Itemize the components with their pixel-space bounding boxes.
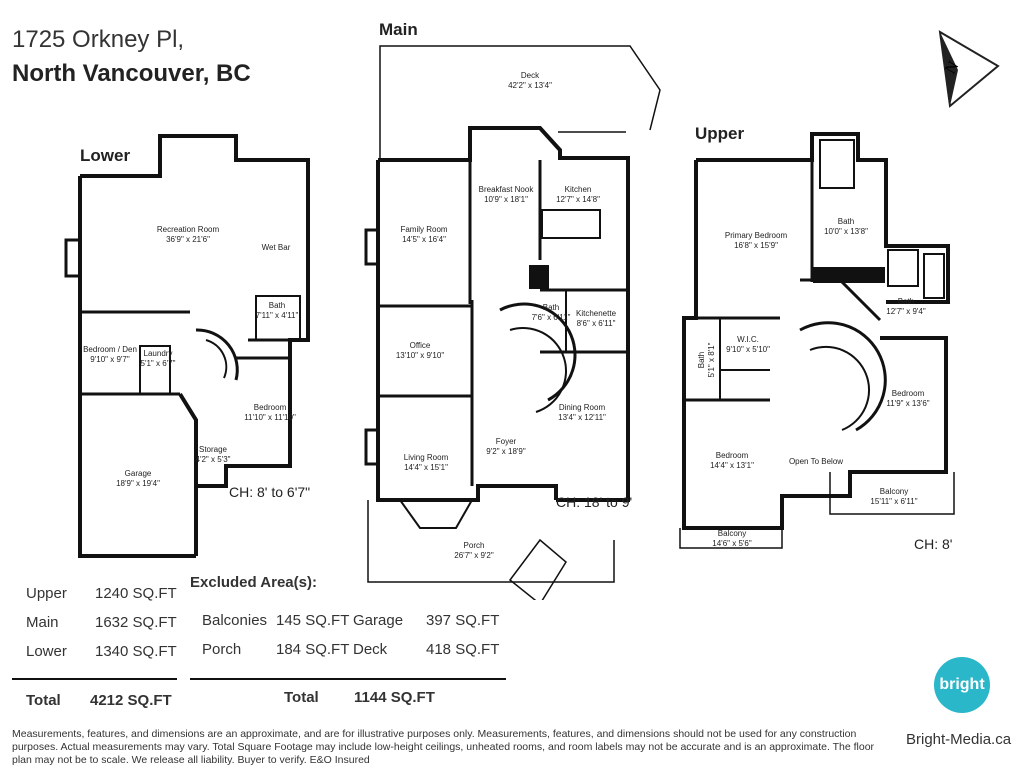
main-room-nook-dim: 10'9" x 18'1" xyxy=(484,195,528,204)
lower-room-garage-name: Garage xyxy=(125,469,152,478)
excluded-value-garage: 397 SQ.FT xyxy=(426,612,500,629)
main-room-living-name: Living Room xyxy=(404,453,449,462)
upper-room-bath2-name: Bath xyxy=(898,297,914,306)
main-room-bath-name: Bath xyxy=(543,303,559,312)
main-room-foyer-dim: 9'2" x 18'9" xyxy=(486,447,526,456)
excluded-name-balconies: Balconies xyxy=(202,612,268,629)
upper-room-balcony2-dim: 14'6" x 5'6" xyxy=(712,539,752,548)
disclaimer-text: Measurements, features, and dimensions a… xyxy=(12,728,875,766)
main-room-office-dim: 13'10" x 9'10" xyxy=(396,351,444,360)
area-name-upper: Upper xyxy=(26,585,67,602)
main-room-bath-dim: 7'6" x 6'11" xyxy=(532,313,571,322)
upper-room-bath2-dim: 12'7" x 9'4" xyxy=(886,307,926,316)
excluded-value-porch: 184 SQ.FT xyxy=(276,641,350,658)
lower-room-storage-name: Storage xyxy=(199,445,228,454)
lower-room-bath-dim: 7'11" x 4'11" xyxy=(256,311,299,320)
area-name-main: Main xyxy=(26,614,59,631)
main-room-porch-name: Porch xyxy=(464,541,485,550)
lower-room-garage-dim: 18'9" x 19'4" xyxy=(116,479,160,488)
main-room-dining-dim: 13'4" x 12'11" xyxy=(558,413,606,422)
lower-room-laundry-name: Laundry xyxy=(144,349,173,358)
upper-room-balcony2-name: Balcony xyxy=(718,529,746,538)
upper-room-primary-dim: 16'8" x 15'9" xyxy=(734,241,778,250)
compass-icon: N xyxy=(938,30,1000,108)
ceiling-height-main: CH: 18' to 9' xyxy=(556,494,633,510)
upper-room-bath3-name: Bath xyxy=(697,352,706,368)
excluded-title: Excluded Area(s): xyxy=(190,574,317,591)
upper-room-bath1-dim: 10'0" x 13'8" xyxy=(824,227,868,236)
upper-room-primary-name: Primary Bedroom xyxy=(725,231,788,240)
upper-room-open-name: Open To Below xyxy=(789,457,843,466)
lower-room-recreation-name: Recreation Room xyxy=(157,225,220,234)
upper-room-balcony1-dim: 15'11" x 6'11" xyxy=(870,497,917,506)
excluded-divider xyxy=(190,678,506,680)
lower-room-recreation-dim: 36'9" x 21'6" xyxy=(166,235,210,244)
ceiling-height-lower: CH: 8' to 6'7" xyxy=(229,484,311,500)
brand-logo: bright xyxy=(934,657,990,713)
main-floor-plan xyxy=(364,45,661,600)
address-line-1: 1725 Orkney Pl, xyxy=(12,26,185,53)
area-value-lower: 1340 SQ.FT xyxy=(95,643,177,660)
lower-room-wetbar-name: Wet Bar xyxy=(262,243,291,252)
lower-room-den-name: Bedroom / Den xyxy=(83,345,137,354)
upper-room-wic-name: W.I.C. xyxy=(737,335,759,344)
upper-room-bedroom2-dim: 14'4" x 13'1" xyxy=(710,461,754,470)
area-value-main: 1632 SQ.FT xyxy=(95,614,177,631)
main-room-family-name: Family Room xyxy=(400,225,447,234)
floor-label-main: Main xyxy=(379,20,418,39)
main-room-kitchen-name: Kitchen xyxy=(565,185,592,194)
excluded-total-value: 1144 SQ.FT xyxy=(354,689,435,706)
upper-floor-plan xyxy=(679,132,955,549)
area-value-upper: 1240 SQ.FT xyxy=(95,585,177,602)
area-divider xyxy=(12,678,177,680)
main-room-office-name: Office xyxy=(410,341,431,350)
upper-room-bedroom2-name: Bedroom xyxy=(716,451,749,460)
main-room-family-dim: 14'5" x 16'4" xyxy=(402,235,446,244)
lower-floor-plan xyxy=(64,134,310,558)
lower-room-den-dim: 9'10" x 9'7" xyxy=(90,355,130,364)
upper-room-bedroom1-name: Bedroom xyxy=(892,389,925,398)
floor-label-lower: Lower xyxy=(80,146,131,165)
upper-room-bedroom1-dim: 11'9" x 13'6" xyxy=(886,399,929,408)
excluded-name-deck: Deck xyxy=(353,641,388,658)
excluded-value-balconies: 145 SQ.FT xyxy=(276,612,350,629)
floor-label-upper: Upper xyxy=(695,124,745,143)
upper-room-bath3-dim: 5'1" x 8'1" xyxy=(707,342,716,377)
lower-room-laundry-dim: 5'1" x 6'7" xyxy=(141,359,176,368)
main-room-deck-dim: 42'2" x 13'4" xyxy=(508,81,552,90)
lower-room-bath-name: Bath xyxy=(269,301,285,310)
address-line-2: North Vancouver, BC xyxy=(12,60,251,87)
main-room-kitchen-dim: 12'7" x 14'8" xyxy=(556,195,600,204)
excluded-total-label: Total xyxy=(284,689,319,706)
main-room-kitchenette-name: Kitchenette xyxy=(576,309,617,318)
area-name-lower: Lower xyxy=(26,643,67,660)
ceiling-height-upper: CH: 8' xyxy=(914,536,953,552)
area-total-value: 4212 SQ.FT xyxy=(90,692,172,709)
main-room-nook-name: Breakfast Nook xyxy=(479,185,535,194)
area-total-label: Total xyxy=(26,692,61,709)
main-room-kitchenette-dim: 8'6" x 6'11" xyxy=(577,319,616,328)
main-room-living-dim: 14'4" x 15'1" xyxy=(404,463,448,472)
lower-room-bedroom-dim: 11'10" x 11'10" xyxy=(244,413,296,422)
main-room-porch-dim: 26'7" x 9'2" xyxy=(454,551,494,560)
excluded-name-porch: Porch xyxy=(202,641,242,658)
lower-room-bedroom-name: Bedroom xyxy=(254,403,287,412)
floor-plan-drawing: N Recreation Room 36'9" x 21'6" Wet Bar … xyxy=(64,30,1000,600)
excluded-name-garage: Garage xyxy=(353,612,404,629)
brand-website[interactable]: Bright-Media.ca xyxy=(906,731,1012,748)
excluded-value-deck: 418 SQ.FT xyxy=(426,641,500,658)
main-room-dining-name: Dining Room xyxy=(559,403,606,412)
upper-room-wic-dim: 9'10" x 5'10" xyxy=(726,345,770,354)
lower-room-storage-dim: 4'2" x 5'3" xyxy=(196,455,231,464)
main-room-deck-name: Deck xyxy=(521,71,540,80)
upper-room-bath1-name: Bath xyxy=(838,217,854,226)
main-room-foyer-name: Foyer xyxy=(496,437,517,446)
upper-room-balcony1-name: Balcony xyxy=(880,487,908,496)
